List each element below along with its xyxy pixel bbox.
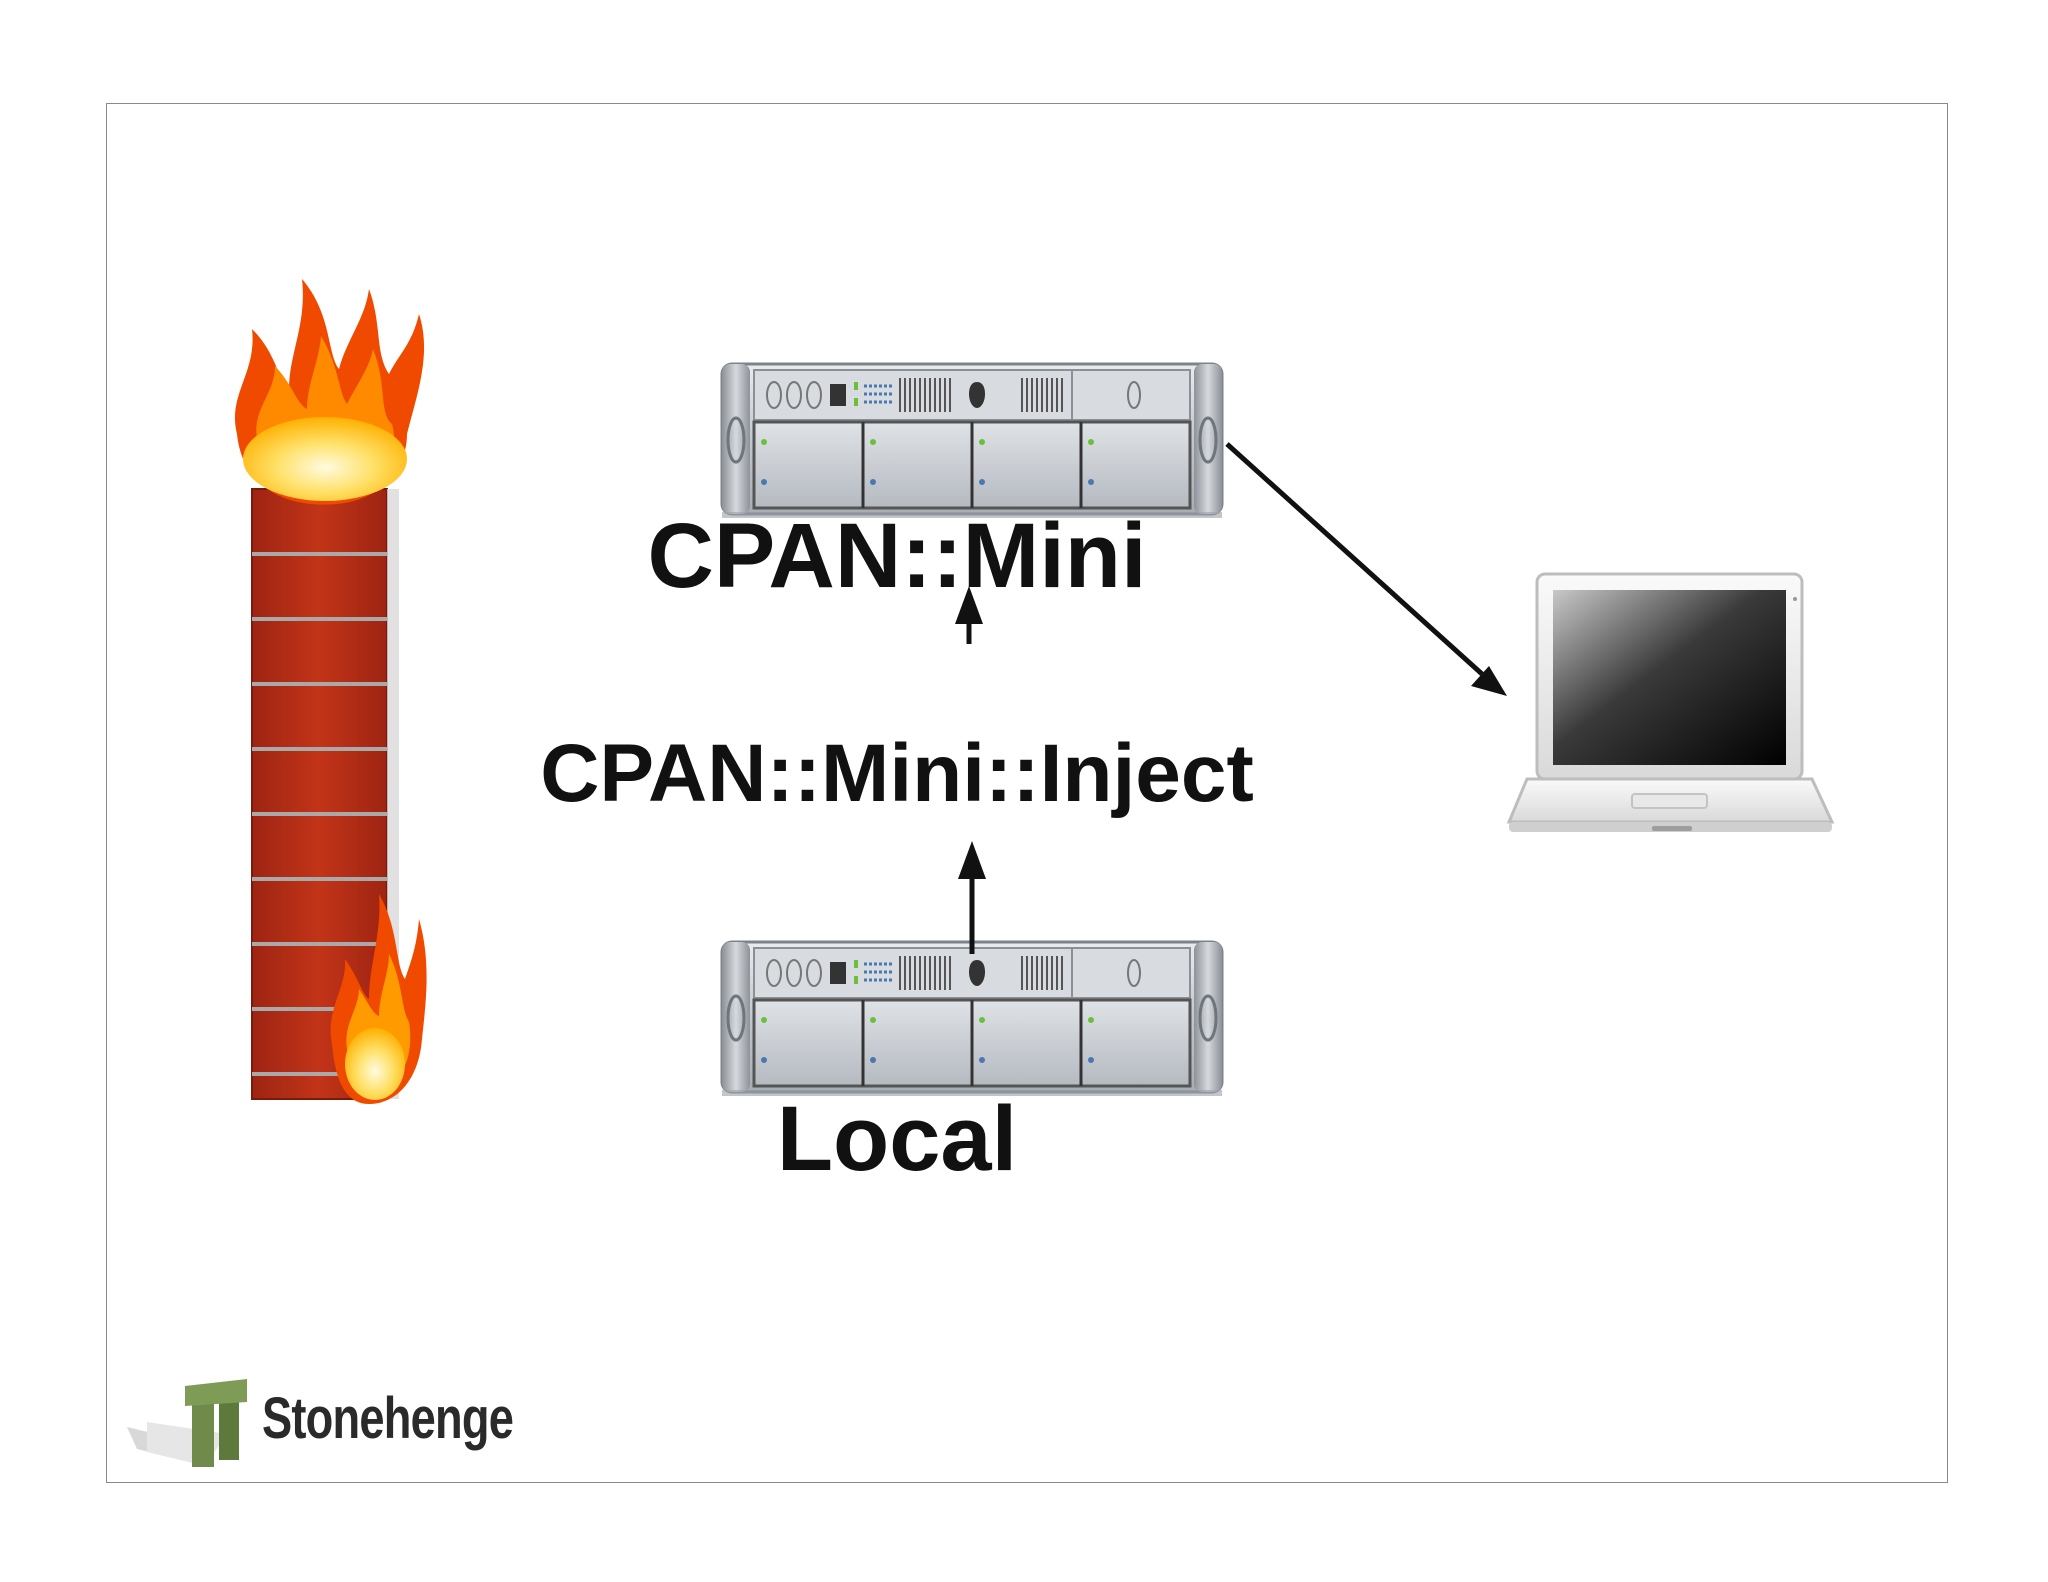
arrow-icon [958,841,986,954]
cpan-mini-label: CPAN::Mini [647,505,1147,607]
slide: CPAN::Mini CPAN::Mini::Inject Local Ston… [106,103,1948,1483]
diagram-canvas [127,279,1835,1467]
laptop-icon [1506,572,1835,832]
cpan-mini-inject-label: CPAN::Mini::Inject [540,728,1254,819]
stonehenge-logo-icon [127,1379,247,1467]
stonehenge-logo-text: Stonehenge [262,1386,514,1451]
rack-server-icon [720,362,1224,520]
rack-server-icon [720,940,1224,1098]
burning-firewall-icon [234,279,427,1104]
arrow-icon [1225,442,1507,696]
arrow-icon [955,586,983,644]
local-label: Local [776,1088,1018,1190]
